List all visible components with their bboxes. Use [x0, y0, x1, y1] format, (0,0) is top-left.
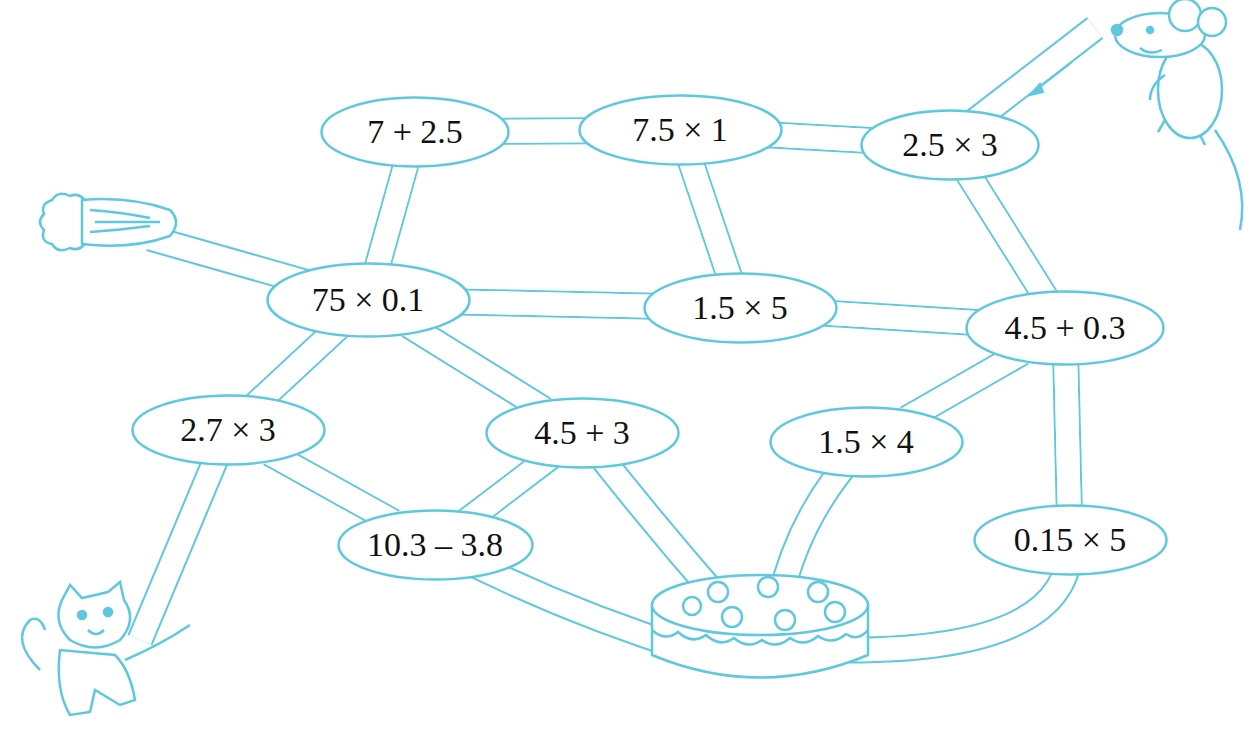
ellipse-shape	[267, 264, 469, 337]
expression-ellipse: 0.15 × 5	[973, 504, 1168, 576]
maze-road	[456, 302, 656, 306]
road-edge-inner	[688, 152, 733, 285]
cake-figure	[652, 575, 868, 678]
ellipse-shape	[338, 511, 532, 580]
road-edge-outer	[466, 457, 550, 521]
mouse-figure	[1112, 0, 1242, 230]
road-edge-outer	[688, 152, 733, 285]
expression-text: 4.5 + 0.3	[1004, 309, 1125, 346]
road-edge-outer	[456, 302, 656, 306]
road-edge-inner	[456, 302, 656, 306]
maze-road	[254, 326, 340, 406]
road-junction-fill	[270, 453, 393, 522]
expression-ellipse: 7.5 × 1	[578, 94, 783, 166]
road-junction-fill	[456, 302, 656, 306]
expression-ellipse: 2.7 × 3	[131, 394, 326, 466]
road-edge-outer	[496, 117, 592, 145]
road-edge-outer	[409, 325, 544, 409]
road-junction-fill	[496, 119, 592, 143]
road-junction-fill	[767, 135, 875, 141]
expression-text: 2.7 × 3	[180, 411, 276, 448]
road-edge-outer	[254, 326, 340, 406]
maze-road	[688, 152, 733, 285]
road-edge-outer	[375, 154, 409, 275]
road-edge-outer	[767, 135, 875, 141]
expression-ellipse: 10.3 – 3.8	[337, 509, 534, 581]
maze-road	[1066, 352, 1070, 518]
expression-ellipse: 1.5 × 5	[643, 272, 838, 344]
expression-ellipse: 7 + 2.5	[320, 96, 510, 168]
ellipse-shape	[967, 292, 1164, 365]
ellipse-shape	[770, 408, 962, 477]
maze-road	[375, 154, 409, 275]
road-edge-inner	[466, 457, 550, 521]
expression-ellipse: 4.5 + 3	[485, 397, 680, 469]
maze-road	[409, 325, 544, 409]
maze-road	[270, 453, 393, 522]
expression-text: 1.5 × 5	[692, 289, 788, 326]
expression-text: 2.5 × 3	[902, 126, 998, 163]
expression-text: 4.5 + 3	[534, 414, 630, 451]
expression-text: 7.5 × 1	[632, 111, 728, 148]
road-junction-fill	[822, 313, 980, 323]
road-edge-inner	[409, 325, 544, 409]
maze-road	[767, 135, 875, 141]
expression-text: 75 × 0.1	[312, 281, 425, 318]
road-junction-fill	[409, 325, 544, 409]
maze-road	[964, 168, 1049, 303]
ellipse-shape	[862, 111, 1039, 180]
road-edge-inner	[375, 154, 409, 275]
road-junction-fill	[254, 326, 340, 406]
maze-road	[466, 457, 550, 521]
road-junction-fill	[964, 168, 1049, 303]
expression-text: 7 + 2.5	[367, 113, 463, 150]
road-inner	[140, 28, 1095, 650]
expression-text: 1.5 × 4	[818, 423, 914, 460]
road-edge-inner	[907, 353, 1022, 419]
cat-figure	[22, 582, 190, 715]
expression-text: 10.3 – 3.8	[367, 526, 503, 563]
road-junction-fill	[1066, 352, 1070, 518]
road-edge-inner	[496, 119, 592, 143]
road-edge-outer	[907, 353, 1022, 419]
road-edge-inner	[270, 453, 393, 522]
road-junction-fill	[907, 353, 1022, 419]
road-junction-fill	[466, 457, 550, 521]
road-junction-fill	[688, 152, 733, 285]
maze-road	[496, 130, 592, 132]
ellipse-shape	[579, 96, 781, 165]
road-edge-inner	[254, 326, 340, 406]
expression-ellipse: 75 × 0.1	[266, 262, 471, 338]
road-edge-inner	[767, 135, 875, 141]
ellipse-shape	[974, 506, 1166, 575]
road-edge-outer	[822, 313, 980, 323]
maze-road	[822, 313, 980, 323]
road-edge-inner	[1066, 352, 1070, 518]
ellipse-shape	[132, 396, 324, 465]
road-edge-inner	[822, 313, 980, 323]
road-edge-inner	[964, 168, 1049, 303]
direction-arrow	[1030, 62, 1072, 95]
road-edge-outer	[964, 168, 1049, 303]
road-edge-outer	[1066, 352, 1070, 518]
road-outer	[140, 28, 1095, 650]
expression-ellipse: 4.5 + 0.3	[965, 290, 1165, 366]
expression-text: 0.15 × 5	[1014, 521, 1127, 558]
ellipse-shape	[322, 98, 509, 167]
expression-ellipse: 1.5 × 4	[769, 406, 964, 478]
ellipse-shape	[644, 274, 836, 343]
road-junction-fill	[375, 154, 409, 275]
mouse-hole	[40, 194, 176, 251]
maze-road	[907, 353, 1022, 419]
ellipse-shape	[486, 399, 678, 468]
road-edge-outer	[270, 453, 393, 522]
expression-ellipse: 2.5 × 3	[860, 109, 1040, 181]
